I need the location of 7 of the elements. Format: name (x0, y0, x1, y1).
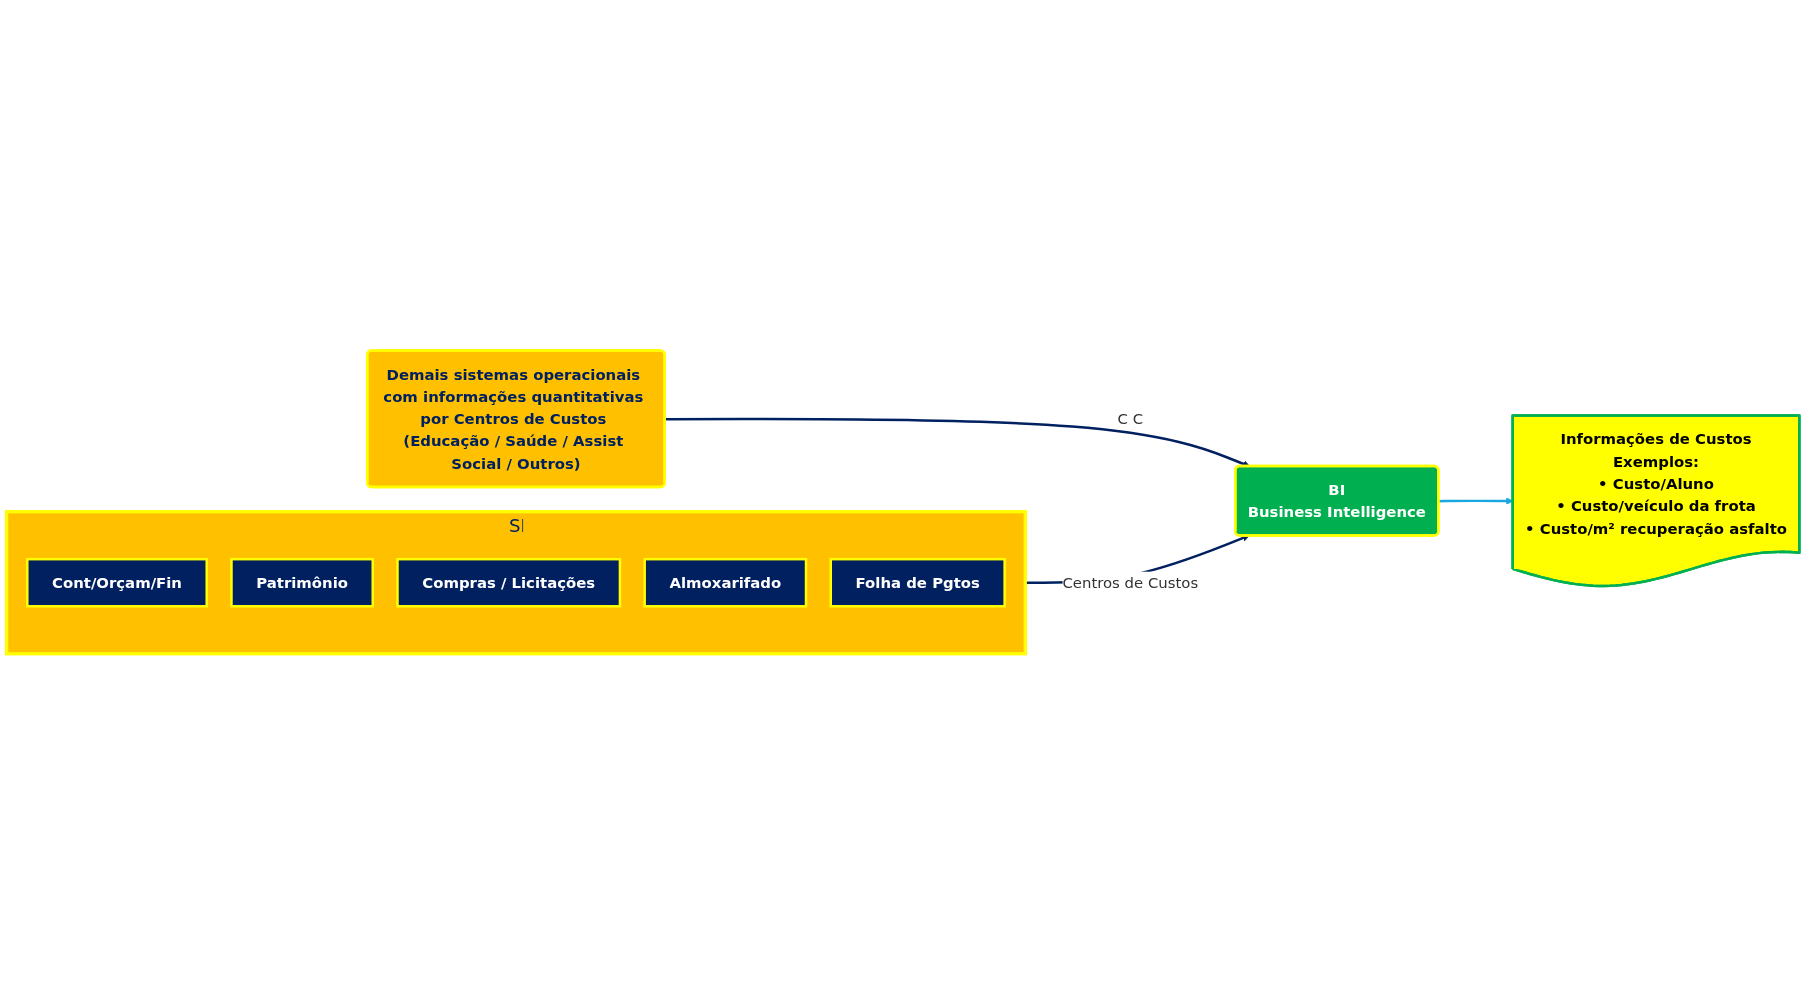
node-box: Folha de Pgtos (829, 557, 1006, 608)
node-box: Almoxarifado (643, 557, 808, 608)
node-box: Patrimônio (230, 557, 374, 608)
edge-label: Centros de Custos (1062, 573, 1199, 592)
node-box: Cont/Orçam/Fin (26, 557, 208, 608)
node-box: Compras / Licitações (396, 557, 622, 608)
edge-label: C C (1117, 409, 1144, 428)
